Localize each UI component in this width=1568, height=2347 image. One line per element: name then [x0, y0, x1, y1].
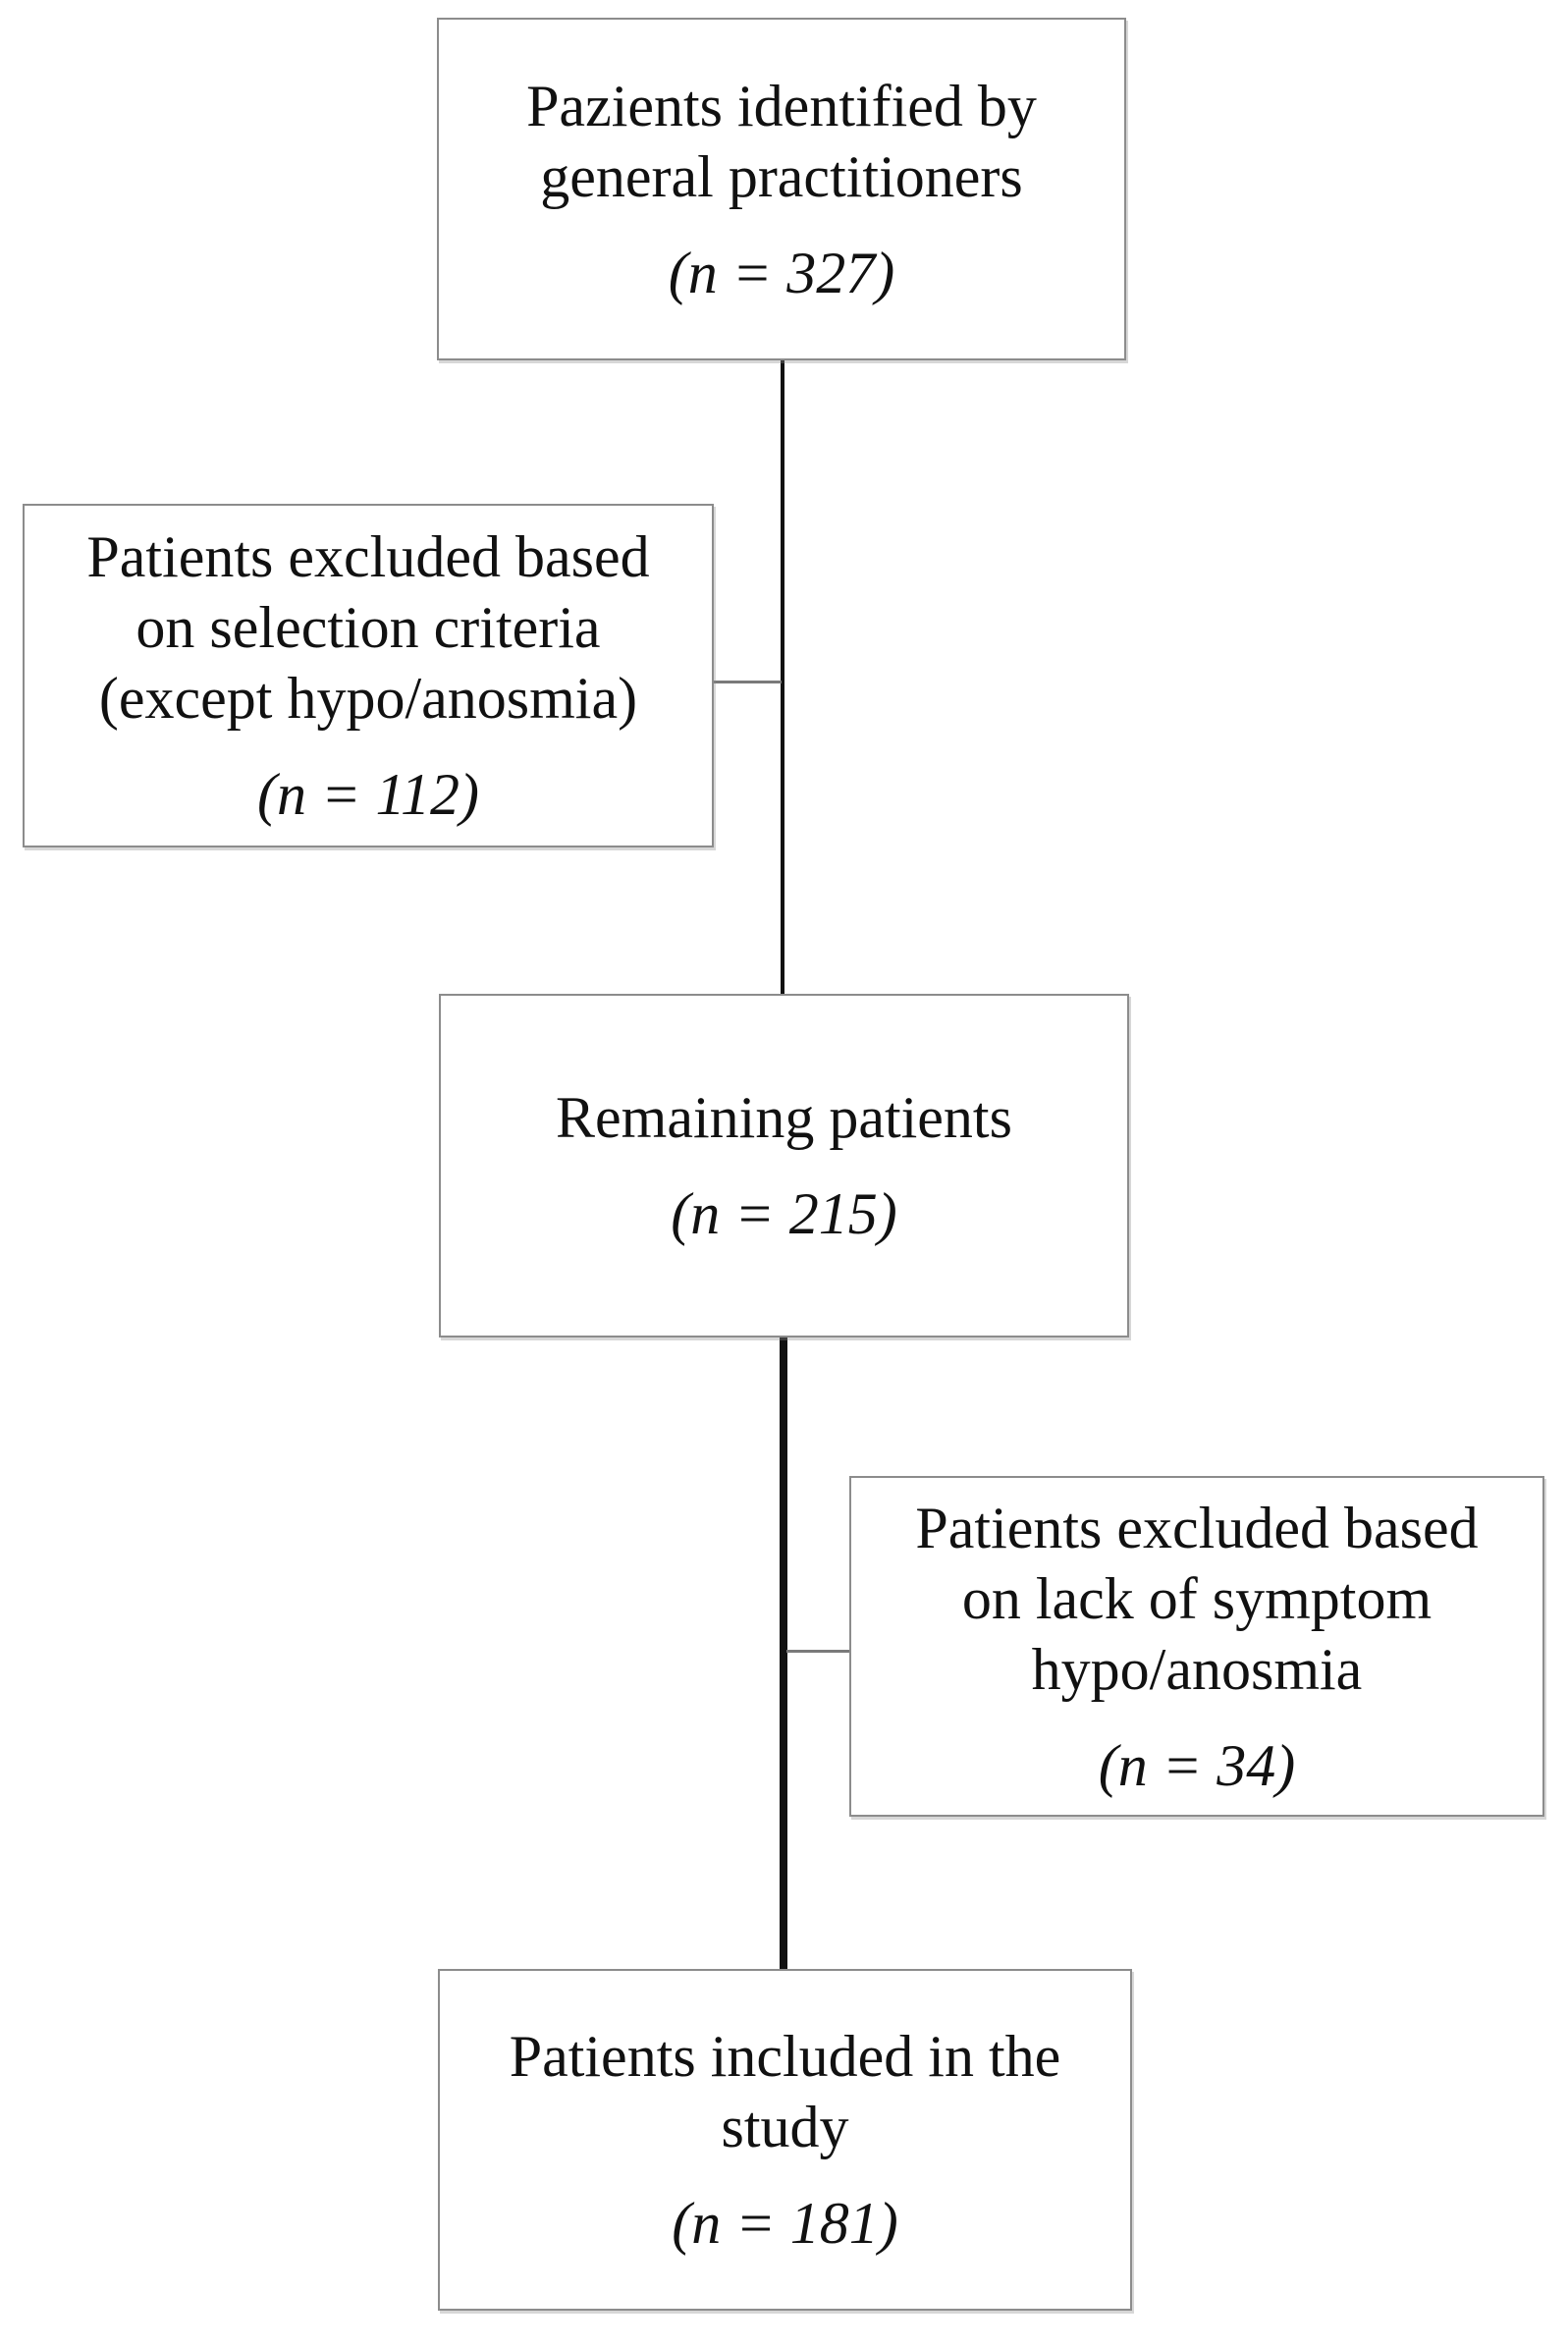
title-line: study [721, 2095, 849, 2159]
title-line: Patients included in the [509, 2024, 1061, 2089]
title-line: Remaining patients [556, 1085, 1012, 1150]
title-line: Patients excluded based [86, 524, 650, 589]
flow-box-included: Patients included in the study (n = 181) [438, 1969, 1132, 2311]
title-line: on selection criteria [135, 595, 601, 660]
flow-box-identified: Pazients identified by general practitio… [437, 18, 1126, 360]
title-line: (except hypo/anosmia) [98, 666, 638, 731]
box-title: Patients excluded based on selection cri… [86, 521, 649, 734]
flow-box-remaining: Remaining patients (n = 215) [439, 994, 1129, 1337]
flow-box-excluded-selection: Patients excluded based on selection cri… [23, 504, 714, 847]
title-line: general practitioners [540, 143, 1023, 209]
title-line: on lack of symptom [961, 1565, 1433, 1631]
title-line: hypo/anosmia [1031, 1636, 1363, 1702]
box-title: Patients excluded based on lack of sympt… [915, 1493, 1478, 1705]
n-count: (n = 34) [1098, 1732, 1296, 1798]
title-line: Pazients identified by [526, 73, 1037, 138]
flow-box-excluded-symptom: Patients excluded based on lack of sympt… [849, 1476, 1544, 1817]
connector-branch-excluded-symptom [786, 1650, 849, 1653]
connector-branch-excluded-selection [713, 681, 782, 683]
box-title: Remaining patients [556, 1082, 1012, 1153]
box-title: Patients included in the study [510, 2021, 1061, 2162]
connector-identified-to-remaining [781, 358, 784, 996]
n-count: (n = 327) [668, 240, 895, 305]
n-count: (n = 215) [671, 1181, 897, 1246]
title-line: Patients excluded based [915, 1495, 1479, 1560]
n-count: (n = 181) [672, 2191, 898, 2256]
n-count: (n = 112) [257, 762, 479, 827]
box-title: Pazients identified by general practitio… [526, 71, 1037, 212]
connector-remaining-to-included [780, 1336, 787, 1971]
